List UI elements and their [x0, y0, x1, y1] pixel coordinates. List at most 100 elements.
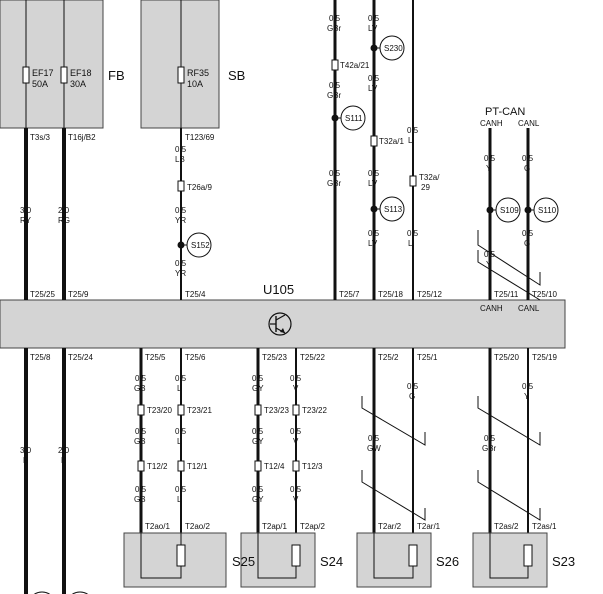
inline-connector-label: T23/20: [147, 406, 172, 415]
wire-size: 0.5: [329, 14, 341, 23]
fuse-ef18-name: EF18: [70, 68, 92, 78]
wire-size: 0.5: [522, 229, 534, 238]
module-title: U105: [263, 282, 294, 297]
wire-color: L: [408, 239, 413, 248]
fuse-box-fb: [0, 0, 104, 129]
pin-label: T25/2: [378, 353, 399, 362]
term-label: T16j/B2: [68, 133, 96, 142]
wire-color: GB: [134, 495, 146, 504]
fuse-box-sb: [140, 0, 220, 129]
wire-size: 0.5: [290, 485, 302, 494]
wire-size: 3.0: [20, 206, 32, 215]
wire-color: GBr: [327, 179, 342, 188]
inline-connector-label: T23/21: [187, 406, 212, 415]
twisted-pair-top: [477, 230, 541, 301]
pin-label: T25/7: [339, 290, 360, 299]
sb-label: SB: [228, 68, 245, 83]
splice-s230-label: S230: [384, 44, 403, 53]
splice-s111-label: S111: [345, 114, 363, 123]
wire-color: YR: [175, 216, 186, 225]
fuse-rf35: [177, 0, 185, 128]
wire-size: 0.5: [407, 126, 419, 135]
wire-color: L: [177, 384, 182, 393]
wire-size: 0.5: [175, 374, 187, 383]
fuse-ef18-amp: 30A: [70, 79, 86, 89]
fuse-rf35-amp: 10A: [187, 79, 203, 89]
wire-size: 0.5: [484, 434, 496, 443]
wire-color: LV: [368, 24, 378, 33]
wire-size: 0.5: [368, 434, 380, 443]
wire-size: 0.5: [329, 169, 341, 178]
wire-color: LB: [175, 155, 185, 164]
wire-size: 2.0: [58, 206, 70, 215]
inline-connector-label: T32a/: [419, 173, 440, 182]
s26-label: S26: [436, 554, 459, 569]
s24-label: S24: [320, 554, 343, 569]
wire-color: Y: [486, 164, 492, 173]
inline-connector-label: T23/23: [264, 406, 289, 415]
inline-connector-label-2: 29: [421, 183, 430, 192]
wire-color: L: [408, 136, 413, 145]
wire-size: 0.5: [175, 145, 187, 154]
inline-connector-label: T12/4: [264, 462, 285, 471]
wire-size: 0.5: [368, 14, 380, 23]
pin-label: T25/1: [417, 353, 438, 362]
wire-size: 0.5: [135, 374, 147, 383]
transistor-icon: [268, 312, 292, 336]
component-s23: [472, 532, 548, 588]
wire-size: 0.5: [484, 154, 496, 163]
partial-splice-2: [71, 591, 89, 594]
wire-size: 0.5: [407, 382, 419, 391]
wire-color: GBr: [327, 24, 342, 33]
pin-label: T25/19: [532, 353, 557, 362]
pin-label: T25/23: [262, 353, 287, 362]
pin-label: T25/10: [532, 290, 557, 299]
wire-size: 0.5: [522, 154, 534, 163]
pin-label: T2ap/1: [262, 522, 287, 531]
wire-color: L: [177, 495, 182, 504]
wire-size: 2.0: [58, 446, 70, 455]
pin-label: T25/25: [30, 290, 55, 299]
wire-color: B: [23, 456, 28, 465]
pin-label: T2ao/1: [145, 522, 170, 531]
term-label: T3s/3: [30, 133, 51, 142]
fuse-rf35-name: RF35: [187, 68, 209, 78]
wire-size: 0.5: [329, 81, 341, 90]
wire-size: 0.5: [135, 485, 147, 494]
wire-size: 0.5: [135, 427, 147, 436]
inline-connector-label: T26a/9: [187, 183, 212, 192]
module-u105: [0, 299, 566, 349]
pin-label: T2ar/2: [378, 522, 402, 531]
component-s25: [123, 532, 227, 588]
wire-color: GBr: [482, 444, 497, 453]
wire-color: YR: [175, 269, 186, 278]
pin-label: T25/6: [185, 353, 206, 362]
pin-label: T25/20: [494, 353, 519, 362]
pin-label: T25/8: [30, 353, 51, 362]
wire-size: 0.5: [368, 169, 380, 178]
wire-size: 0.5: [522, 382, 534, 391]
wire-color: GY: [252, 437, 264, 446]
twisted-pair-s23: [477, 396, 541, 521]
inline-connector-label: T23/22: [302, 406, 327, 415]
wire-color: LV: [368, 84, 378, 93]
canh-label-top: CANH: [480, 119, 503, 128]
wire-size: 0.5: [175, 259, 187, 268]
partial-splice-1: [33, 591, 51, 594]
wire-color: GB: [134, 384, 146, 393]
component-s26: [356, 532, 432, 588]
pin-label: T25/9: [68, 290, 89, 299]
pin-label: T25/5: [145, 353, 166, 362]
wire-size: 0.5: [407, 229, 419, 238]
wire-size: 0.5: [252, 485, 264, 494]
pin-label: T2as/2: [494, 522, 519, 531]
wire-color: L: [177, 437, 182, 446]
pt-can-label: PT-CAN: [485, 106, 525, 118]
wire-color: RY: [20, 216, 32, 225]
wire-color: RG: [58, 216, 70, 225]
splice-s113-label: S113: [384, 205, 403, 214]
splice-s152-label: S152: [191, 241, 210, 250]
inline-connector-label: T12/1: [187, 462, 208, 471]
wire-size: 3.0: [20, 446, 32, 455]
pin-label: T2ar/1: [417, 522, 441, 531]
